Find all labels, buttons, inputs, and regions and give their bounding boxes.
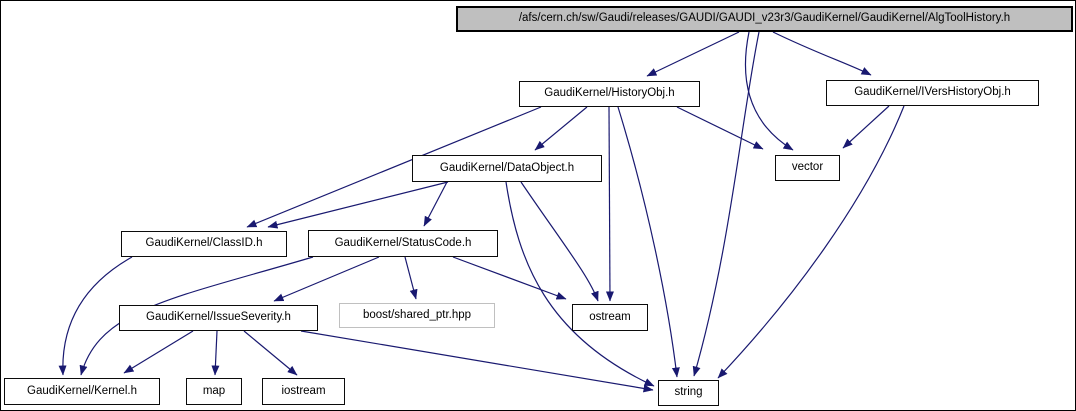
edge-algtoolhistory-ivershistoryobj (772, 31, 872, 76)
edge-issueseverity-map (211, 330, 220, 376)
edge-algtoolhistory-string (692, 31, 760, 377)
node-kernel[interactable]: GaudiKernel/Kernel.h (4, 378, 160, 405)
edge-issueseverity-iostream (243, 330, 298, 376)
edge-historyobj-vector (676, 106, 764, 150)
edge-statuscode-ostream (452, 256, 567, 300)
node-issueseverity[interactable]: GaudiKernel/IssueSeverity.h (119, 305, 318, 331)
node-string: string (658, 380, 719, 406)
edge-historyobj-string (617, 106, 680, 378)
node-ivershistoryobj[interactable]: GaudiKernel/IVersHistoryObj.h (826, 80, 1039, 106)
edge-statuscode-issueseverity (273, 256, 380, 302)
edge-dataobject-statuscode (423, 181, 448, 227)
edge-algtoolhistory-historyobj (646, 31, 740, 77)
edge-ivershistoryobj-vector (842, 105, 890, 149)
node-boost-shared-ptr: boost/shared_ptr.hpp (339, 303, 495, 328)
edge-dataobject-classid (267, 181, 449, 229)
node-map: map (186, 378, 242, 405)
edge-issueseverity-string (300, 330, 654, 393)
edge-algtoolhistory-vector (744, 31, 794, 151)
edge-statuscode-boost (404, 256, 418, 300)
edge-dataobject-ostream (520, 181, 599, 302)
node-iostream: iostream (262, 378, 345, 405)
node-historyobj[interactable]: GaudiKernel/HistoryObj.h (519, 81, 700, 107)
node-dataobject[interactable]: GaudiKernel/DataObject.h (412, 155, 602, 182)
node-algtoolhistory: /afs/cern.ch/sw/Gaudi/releases/GAUDI/GAU… (456, 6, 1073, 32)
node-vector: vector (775, 155, 840, 181)
edge-ivershistoryobj-string (717, 105, 905, 379)
edge-historyobj-ostream (605, 106, 614, 302)
edge-issueseverity-kernel (123, 330, 194, 374)
node-classid[interactable]: GaudiKernel/ClassID.h (121, 231, 287, 257)
edge-historyobj-dataobject (534, 106, 588, 151)
node-ostream: ostream (572, 304, 648, 331)
edge-classid-kernel (58, 256, 133, 376)
edge-dataobject-string (505, 181, 655, 387)
node-statuscode[interactable]: GaudiKernel/StatusCode.h (308, 230, 498, 257)
edge-historyobj-classid (246, 106, 542, 228)
